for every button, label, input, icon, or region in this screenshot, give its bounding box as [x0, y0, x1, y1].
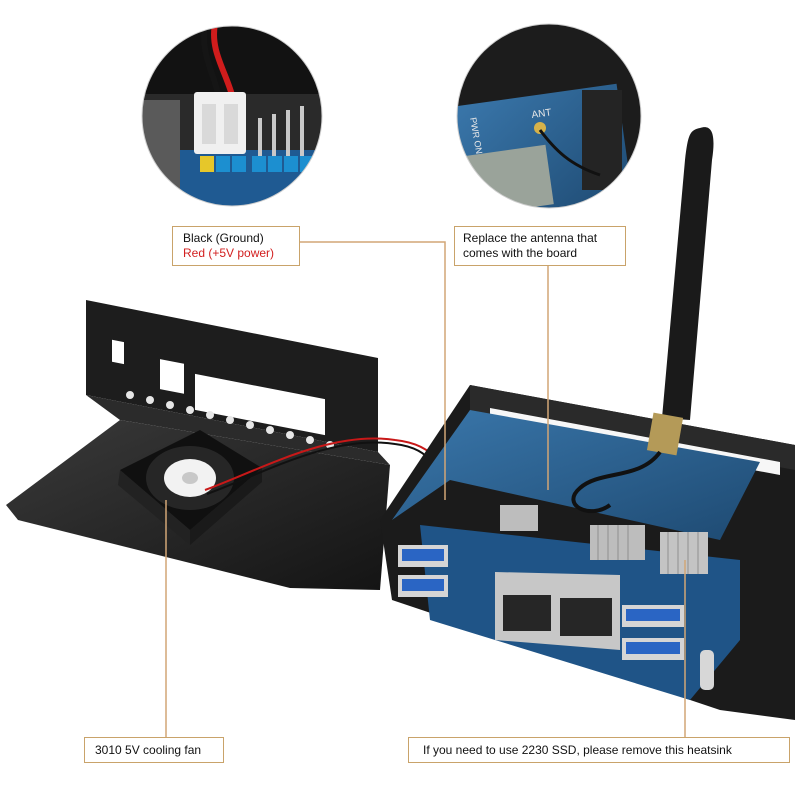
callout-antenna: Replace the antenna that comes with the …: [454, 226, 626, 266]
antenna: [571, 127, 714, 514]
label-antenna-line2: comes with the board: [463, 246, 578, 260]
label-ssd-heatsink: If you need to use 2230 SSD, please remo…: [423, 743, 732, 757]
callout-cooling-fan: 3010 5V cooling fan: [84, 737, 224, 763]
zoom-circle-fan-connector: [142, 26, 322, 206]
usb-ports: [398, 545, 684, 660]
ethernet-ports: [495, 572, 620, 650]
label-black-ground: Black (Ground): [183, 231, 264, 245]
callout-ssd-heatsink: If you need to use 2230 SSD, please remo…: [408, 737, 790, 763]
svg-text:ANT: ANT: [531, 107, 552, 121]
label-cooling-fan: 3010 5V cooling fan: [95, 743, 202, 757]
label-antenna-line1: Replace the antenna that: [463, 231, 598, 245]
label-red-5v: Red (+5V power): [183, 246, 275, 260]
usb-c-port: [700, 650, 714, 690]
callout-fan-wires: Black (Ground) Red (+5V power): [172, 226, 300, 266]
heatsinks: [500, 505, 708, 574]
cooling-fan: [118, 430, 262, 545]
